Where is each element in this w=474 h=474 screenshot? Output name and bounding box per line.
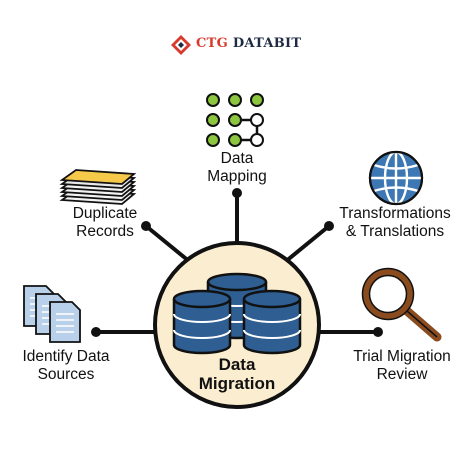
- connector-dots: [91, 188, 383, 337]
- brand-name-part2: DATABIT: [232, 36, 302, 51]
- label-transformations: Transformations & Translations: [320, 205, 470, 241]
- label-transformations-line2: & Translations: [345, 223, 445, 240]
- brand-logo: CTG DATABIT: [170, 34, 310, 58]
- label-data-mapping: Data Mapping: [187, 150, 287, 186]
- label-identify-data-sources-line1: Identify Data: [22, 348, 110, 365]
- label-duplicate-records-line2: Records: [76, 223, 134, 240]
- documents-icon: [23, 285, 81, 343]
- center-label-line1: Data: [218, 355, 256, 374]
- label-identify-data-sources-line2: Sources: [37, 366, 95, 383]
- brand-mark-icon: [171, 35, 191, 55]
- label-transformations-line1: Transformations: [339, 205, 451, 222]
- globe-icon: [368, 150, 424, 206]
- label-trial-migration-review: Trial Migration Review: [336, 348, 468, 384]
- brand-name-part1: CTG: [196, 36, 229, 51]
- center-label: Data Migration: [167, 355, 307, 393]
- database-cylinder-right: [242, 289, 302, 355]
- connector-dot-review: [373, 327, 383, 337]
- connector-dot-transform: [324, 221, 334, 231]
- label-data-mapping-line1: Data: [220, 150, 254, 167]
- connector-dot-duplicates: [141, 221, 151, 231]
- database-cylinder-left: [172, 289, 232, 355]
- database-icon: [172, 272, 302, 355]
- connector-dot-sources: [91, 327, 101, 337]
- center-label-line2: Migration: [198, 374, 276, 393]
- label-trial-migration-review-line1: Trial Migration: [353, 348, 451, 365]
- magnifier-icon: [361, 267, 442, 342]
- connector-dot-mapping: [232, 188, 242, 198]
- paper-stack-icon: [59, 169, 137, 205]
- data-mapping-icon: [206, 93, 264, 147]
- label-trial-migration-review-line2: Review: [376, 366, 428, 383]
- label-data-mapping-line2: Mapping: [207, 168, 267, 185]
- label-duplicate-records: Duplicate Records: [50, 205, 160, 241]
- connector-transform: [283, 224, 331, 264]
- label-identify-data-sources: Identify Data Sources: [6, 348, 126, 384]
- connector-duplicates: [144, 224, 192, 264]
- label-duplicate-records-line1: Duplicate: [72, 205, 138, 222]
- brand-name: CTG DATABIT: [196, 36, 301, 51]
- connectors: [94, 191, 380, 334]
